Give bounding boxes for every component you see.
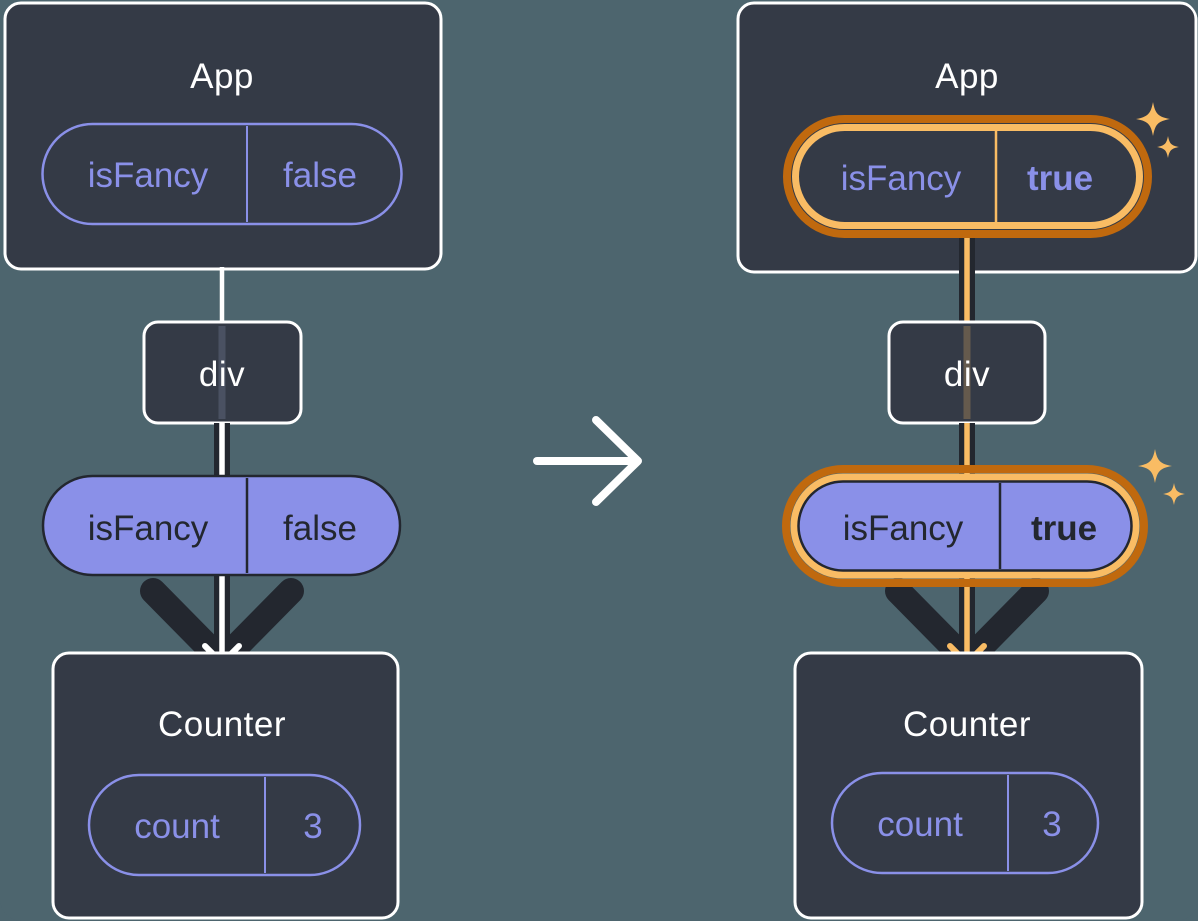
state-name: isFancy [88,156,209,195]
prop-pill [41,474,402,577]
div-label: div [944,355,990,394]
app-state-pill [792,124,1143,229]
diagram-before: App isFancy false div isFancy false Coun… [3,1,443,920]
prop-pill [790,473,1140,579]
state-name: isFancy [841,159,962,198]
state-value: 3 [303,807,322,846]
counter-state-pill [87,773,362,877]
diagram-after: App isFancy true div isFancy true [736,1,1198,920]
prop-value: true [1031,509,1097,548]
counter-title: Counter [158,705,286,744]
transition-right-arrow-icon [533,416,642,506]
sparkles-icon [1136,102,1179,158]
counter-title: Counter [903,705,1031,744]
sparkles-icon [1138,449,1185,505]
state-value: true [1027,159,1093,198]
state-name: count [877,805,963,844]
prop-pill-border [797,480,1133,572]
div-label: div [199,355,245,394]
counter-component-card [51,651,400,920]
state-name: count [134,807,220,846]
prop-name: isFancy [88,509,209,548]
highlight-ring-outer [782,465,1148,587]
prop-value: false [283,509,357,548]
state-value: 3 [1042,805,1061,844]
app-title: App [935,57,999,96]
highlight-ring-outer [783,115,1152,238]
app-title: App [190,57,254,96]
app-component-card [3,1,443,271]
app-state-pill [41,122,403,226]
state-value: false [283,156,357,195]
counter-component-card [793,651,1144,920]
prop-name: isFancy [843,509,964,548]
counter-state-pill [830,771,1100,875]
